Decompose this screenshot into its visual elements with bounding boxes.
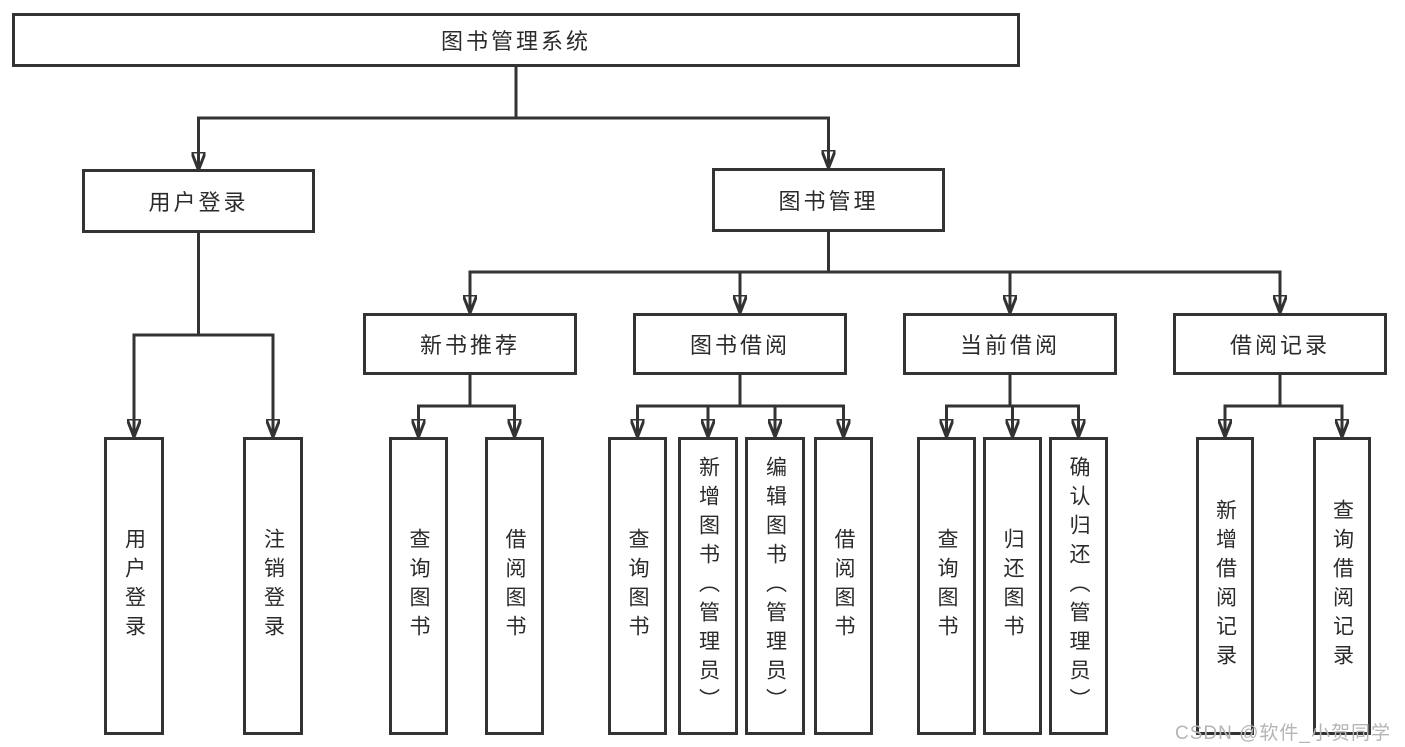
leaf-logout: 注销登录 [243, 437, 303, 735]
leaf-add-books-admin: 新增图书（管理员） [678, 437, 738, 735]
connector-book-borrow [638, 373, 844, 438]
leaf-label: 查询图书 [935, 528, 958, 644]
leaf-query-books-borrowing: 查询图书 [608, 437, 667, 735]
leaf-return-books: 归还图书 [983, 437, 1042, 735]
node-book-borrowing: 图书借阅 [633, 313, 847, 375]
leaf-edit-books-admin: 编辑图书（管理员） [745, 437, 805, 735]
node-borrowing-records: 借阅记录 [1173, 313, 1387, 375]
leaf-add-borrow-record: 新增借阅记录 [1196, 437, 1254, 735]
leaf-borrow-books: 借阅图书 [814, 437, 873, 735]
node-label: 图书管理 [778, 189, 879, 214]
node-label: 图书管理系统 [440, 29, 591, 54]
node-label: 图书借阅 [689, 333, 790, 358]
leaf-confirm-return-admin: 确认归还（管理员） [1049, 437, 1108, 735]
leaf-label: 新增图书（管理员） [696, 455, 720, 717]
leaf-label: 借阅图书 [503, 528, 526, 644]
leaf-query-books-recommend: 查询图书 [389, 437, 448, 735]
node-current-borrowing: 当前借阅 [903, 313, 1117, 375]
leaf-label: 归还图书 [1001, 528, 1024, 644]
node-book-management: 图书管理 [712, 168, 945, 232]
csdn-watermark: CSDN @软件_小贺同学 [1175, 723, 1391, 744]
node-label: 当前借阅 [959, 333, 1060, 358]
leaf-label: 查询图书 [626, 528, 649, 644]
leaf-borrow-books-recommend: 借阅图书 [485, 437, 544, 735]
connector-borrow-records [1225, 373, 1342, 438]
connector-new-book-rec [419, 373, 515, 438]
leaf-label: 借阅图书 [832, 528, 855, 644]
leaf-label: 查询图书 [407, 528, 430, 644]
node-library-management-system: 图书管理系统 [12, 13, 1020, 67]
connector-current-borrow [947, 373, 1079, 438]
node-new-book-recommendation: 新书推荐 [363, 313, 577, 375]
leaf-label: 用户登录 [122, 528, 146, 644]
node-label: 用户登录 [148, 190, 249, 215]
leaf-label: 查询借阅记录 [1330, 499, 1354, 673]
connector-book-mgmt [470, 230, 1280, 314]
node-label: 借阅记录 [1229, 333, 1330, 358]
leaf-label: 注销登录 [261, 528, 285, 644]
connector-user-login [134, 231, 273, 438]
node-user-login: 用户登录 [82, 169, 315, 233]
node-label: 新书推荐 [419, 333, 520, 358]
leaf-query-books-current: 查询图书 [917, 437, 976, 735]
leaf-label: 新增借阅记录 [1213, 499, 1237, 673]
connector-root [199, 65, 829, 171]
leaf-label: 确认归还（管理员） [1067, 455, 1090, 717]
leaf-label: 编辑图书（管理员） [763, 455, 787, 717]
leaf-query-borrow-record: 查询借阅记录 [1313, 437, 1371, 735]
leaf-user-login: 用户登录 [104, 437, 164, 735]
